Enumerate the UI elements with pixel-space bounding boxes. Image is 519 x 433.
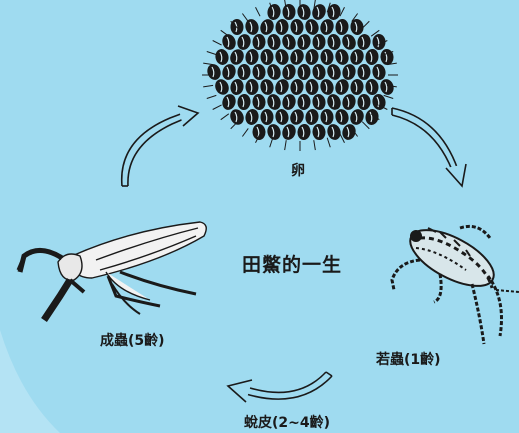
cycle-arrow-egg-to-nymph xyxy=(392,108,466,186)
nymph-illustration xyxy=(392,219,519,344)
stage-label-adult: 成蟲(5齡) xyxy=(100,330,165,350)
cycle-arrow-molt-to-adult xyxy=(228,372,332,402)
stage-label-egg: 卵 xyxy=(291,160,305,180)
adult-illustration xyxy=(18,222,206,320)
egg-cluster-illustration xyxy=(202,0,398,151)
cycle-arrow-adult-to-egg xyxy=(122,106,198,186)
stage-label-nymph: 若蟲(1齡) xyxy=(376,349,441,369)
background-corner-shade xyxy=(0,330,60,433)
stage-label-molt: 蛻皮(2~4齡) xyxy=(244,412,330,432)
diagram-title: 田鱉的一生 xyxy=(242,250,342,277)
